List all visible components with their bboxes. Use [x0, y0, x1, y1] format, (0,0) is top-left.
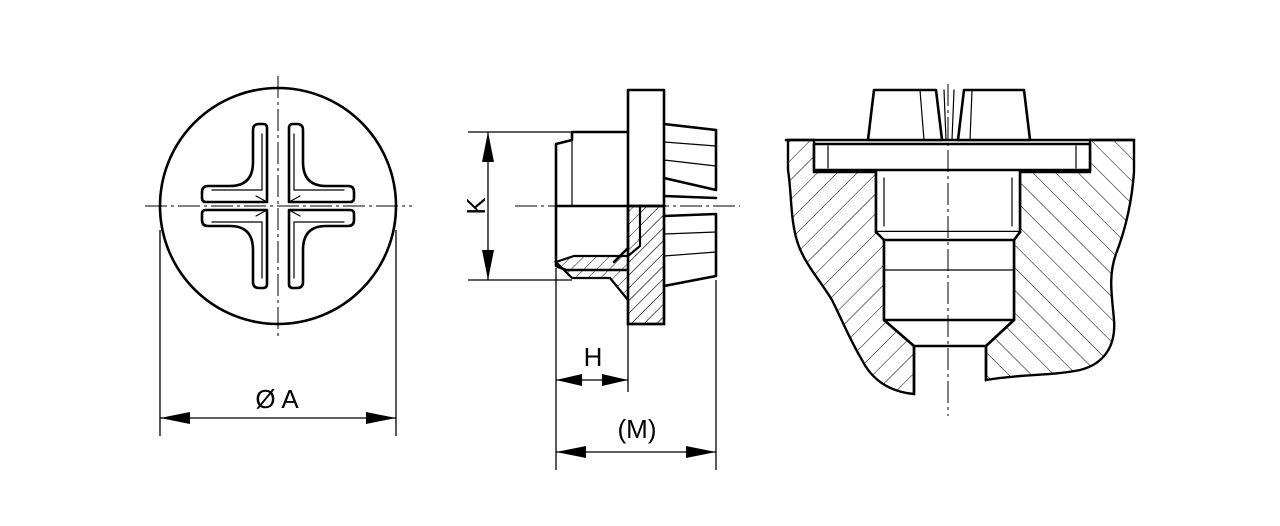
- wall-section: [553, 204, 666, 326]
- installed-view: [784, 84, 1136, 416]
- top-view: Ø A: [145, 76, 412, 436]
- m-arrow-left: [556, 446, 586, 458]
- fin-upper: [662, 122, 718, 192]
- arrow-right: [366, 412, 396, 424]
- housing-section-right: [984, 138, 1136, 382]
- grip-lobe-left: [866, 88, 944, 142]
- arrow-left: [160, 412, 190, 424]
- cross-recess: [200, 122, 356, 290]
- inner-edge: [612, 204, 630, 264]
- h-label: H: [584, 342, 603, 372]
- left-body: [554, 130, 630, 272]
- h-arrow-right: [602, 374, 628, 386]
- side-view: K H (M): [461, 88, 740, 470]
- diameter-label: Ø A: [255, 384, 299, 414]
- h-arrow-left: [556, 374, 582, 386]
- plug-flange: [812, 142, 1092, 172]
- hole-cone: [882, 318, 1016, 348]
- fin-lip-upper: [662, 194, 718, 200]
- k-label: K: [461, 197, 491, 215]
- head-plate: [626, 88, 666, 208]
- m-arrow-right: [686, 446, 716, 458]
- m-label: (M): [618, 414, 657, 444]
- grip-lobe-right: [956, 88, 1032, 142]
- k-arrow-top: [482, 132, 494, 162]
- fin-lower: [662, 212, 718, 288]
- k-arrow-bottom: [482, 250, 494, 280]
